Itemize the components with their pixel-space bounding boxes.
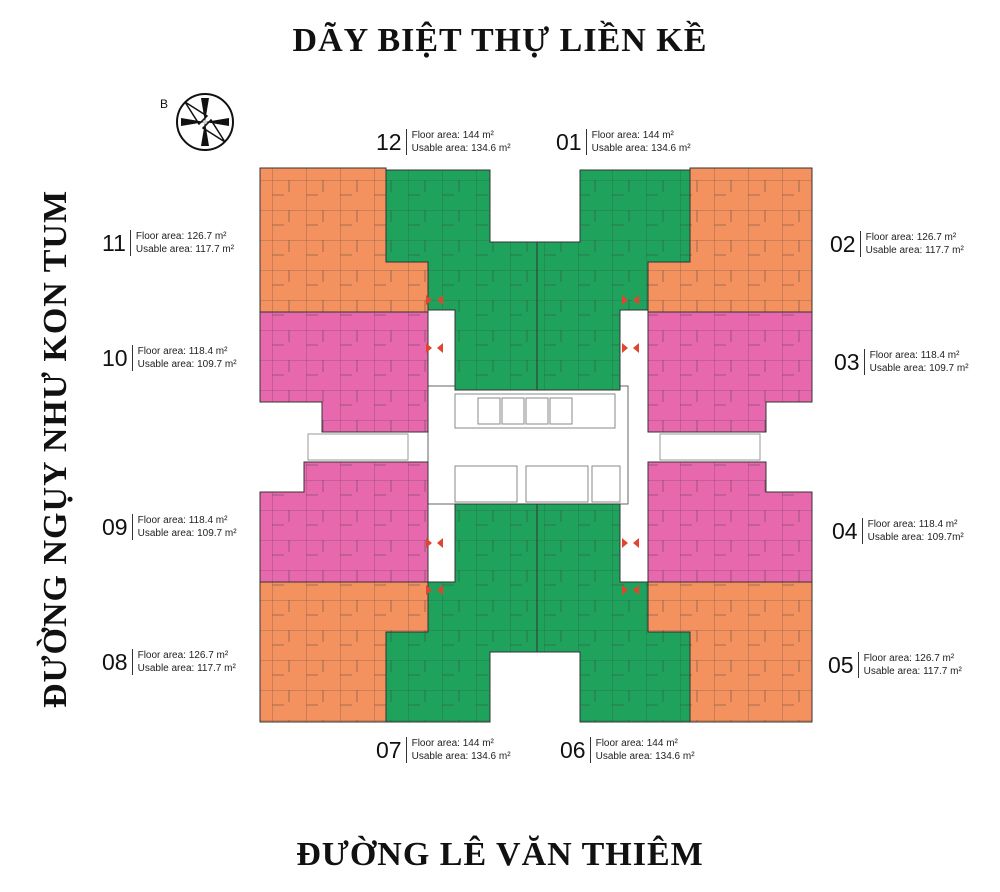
- floor-area: Floor area: 144 m²: [591, 130, 674, 141]
- unit-label: 11 Floor area: 126.7 m² Usable area: 117.…: [102, 230, 234, 256]
- unit-label: 07 Floor area: 144 m² Usable area: 134.6 …: [376, 737, 511, 763]
- unit-06-block: [536, 503, 691, 723]
- unit-label: 03 Floor area: 118.4 m² Usable area: 109.…: [834, 349, 969, 375]
- floor-area: Floor area: 118.4 m²: [867, 519, 958, 530]
- unit-number: 01: [556, 129, 587, 155]
- unit-number: 12: [376, 129, 407, 155]
- floor-area: Floor area: 118.4 m²: [137, 346, 228, 357]
- unit-label: 09 Floor area: 118.4 m² Usable area: 109.…: [102, 514, 237, 540]
- unit-number: 05: [828, 652, 859, 678]
- usable-area: Usable area: 109.7 m²: [137, 528, 237, 539]
- usable-area: Usable area: 134.6 m²: [591, 143, 691, 154]
- unit-number: 03: [834, 349, 865, 375]
- usable-area: Usable area: 134.6 m²: [411, 143, 511, 154]
- floor-area: Floor area: 126.7 m²: [865, 232, 957, 243]
- usable-area: Usable area: 117.7 m²: [863, 666, 962, 677]
- floor-area: Floor area: 118.4 m²: [137, 515, 228, 526]
- unit-10-block: [259, 311, 429, 433]
- unit-number: 04: [832, 518, 863, 544]
- compass-rose-icon: B: [160, 93, 234, 151]
- floor-area: Floor area: 144 m²: [411, 130, 494, 141]
- unit-number: 10: [102, 345, 133, 371]
- floor-area: Floor area: 144 m²: [411, 738, 494, 749]
- unit-number: 09: [102, 514, 133, 540]
- unit-number: 06: [560, 737, 591, 763]
- unit-label: 04 Floor area: 118.4 m² Usable area: 109.…: [832, 518, 964, 544]
- usable-area: Usable area: 134.6 m²: [595, 751, 695, 762]
- unit-04-block: [647, 461, 813, 583]
- unit-label: 12 Floor area: 144 m² Usable area: 134.6 …: [376, 129, 511, 155]
- floor-area: Floor area: 126.7 m²: [137, 650, 229, 661]
- street-name-top: DÃY BIỆT THỰ LIỀN KỀ: [292, 22, 708, 59]
- usable-area: Usable area: 109.7m²: [867, 532, 964, 543]
- usable-area: Usable area: 109.7 m²: [137, 359, 237, 370]
- unit-number: 11: [102, 230, 131, 256]
- floor-area: Floor area: 144 m²: [595, 738, 678, 749]
- entrance-arrows: [426, 295, 639, 595]
- floor-area: Floor area: 126.7 m²: [863, 653, 955, 664]
- unit-number: 07: [376, 737, 407, 763]
- usable-area: Usable area: 134.6 m²: [411, 751, 511, 762]
- usable-area: Usable area: 117.7 m²: [135, 244, 235, 255]
- unit-11-block: [259, 167, 429, 313]
- unit-label: 02 Floor area: 126.7 m² Usable area: 117.…: [830, 231, 964, 257]
- usable-area: Usable area: 117.7 m²: [137, 663, 236, 674]
- unit-09-block: [259, 461, 429, 583]
- unit-number: 08: [102, 649, 133, 675]
- unit-label: 06 Floor area: 144 m² Usable area: 134.6 …: [560, 737, 695, 763]
- usable-area: Usable area: 117.7 m²: [865, 245, 964, 256]
- building-core: [307, 385, 761, 505]
- floor-area: Floor area: 126.7 m²: [135, 231, 227, 242]
- unit-02-block: [647, 167, 813, 313]
- unit-03-block: [647, 311, 813, 433]
- usable-area: Usable area: 109.7 m²: [869, 363, 969, 374]
- unit-label: 05 Floor area: 126.7 m² Usable area: 117.…: [828, 652, 962, 678]
- unit-label: 08 Floor area: 126.7 m² Usable area: 117.…: [102, 649, 236, 675]
- compass-letter: B: [160, 97, 168, 111]
- unit-label: 01 Floor area: 144 m² Usable area: 134.6 …: [556, 129, 691, 155]
- street-name-bottom: ĐƯỜNG LÊ VĂN THIÊM: [296, 836, 704, 873]
- unit-number: 02: [830, 231, 861, 257]
- floor-area: Floor area: 118.4 m²: [869, 350, 960, 361]
- unit-label: 10 Floor area: 118.4 m² Usable area: 109.…: [102, 345, 237, 371]
